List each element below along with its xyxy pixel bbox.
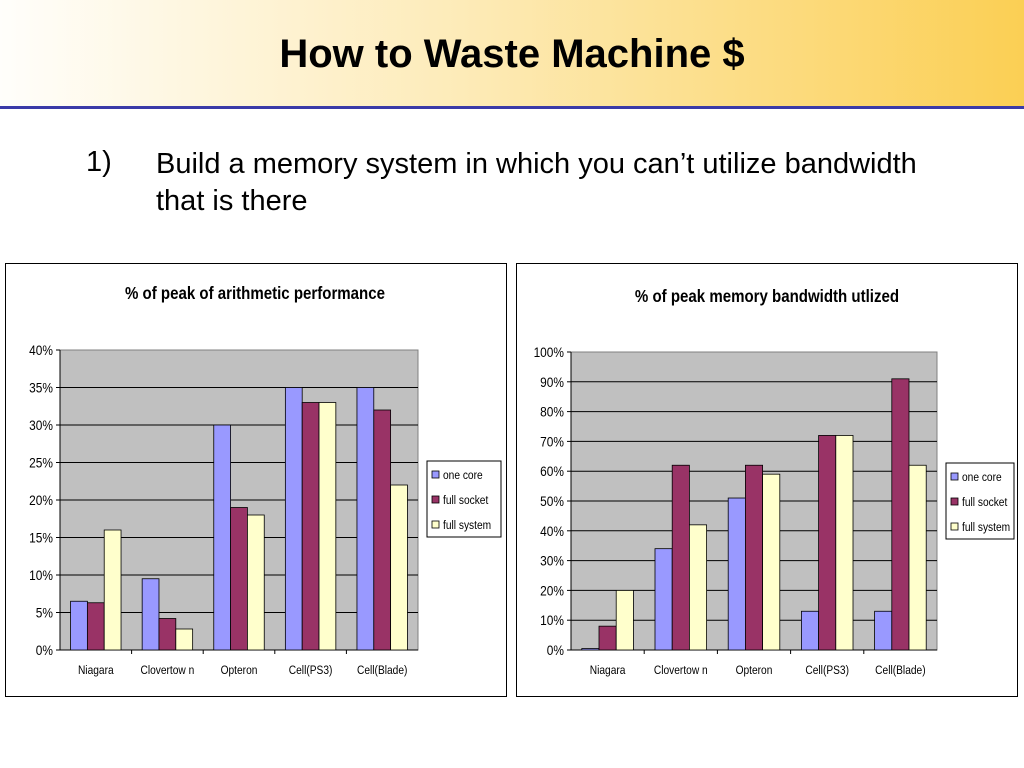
legend-label: one core	[962, 471, 1002, 484]
bullet-text: Build a memory system in which you can’t…	[156, 148, 917, 217]
legend-label: full socket	[443, 494, 489, 507]
y-tick-label: 10%	[540, 612, 564, 628]
bar	[581, 648, 600, 651]
arithmetic-chart-frame: % of peak of arithmetic performance 0% 5% 1…	[5, 263, 507, 697]
x-tick-label: Cell(PS3)	[805, 664, 849, 677]
y-tick-label: 0%	[547, 642, 565, 658]
legend-swatch	[431, 520, 440, 529]
bar	[689, 524, 708, 651]
x-tick-label: Niagara	[590, 664, 626, 677]
bar	[301, 402, 320, 651]
x-tick-label: Opteron	[736, 664, 773, 677]
bar	[247, 514, 265, 651]
bar	[671, 464, 690, 651]
y-tick-label: 60%	[540, 463, 564, 479]
slide-title: How to Waste Machine $	[279, 32, 745, 76]
legend-swatch	[950, 472, 959, 481]
title-banner	[0, 0, 1024, 106]
bar	[284, 387, 303, 651]
bar	[103, 529, 122, 651]
bar	[762, 473, 781, 651]
bar	[158, 618, 177, 651]
y-tick-label: 70%	[540, 433, 564, 449]
bar	[818, 435, 837, 651]
x-tick-label: Niagara	[78, 664, 114, 677]
bar	[86, 602, 105, 651]
legend-label: full system	[443, 519, 491, 532]
y-tick-label: 10%	[29, 567, 53, 583]
y-tick-label: 35%	[29, 380, 53, 396]
legend-swatch	[431, 470, 440, 479]
y-tick-label: 30%	[540, 553, 564, 569]
memory-bandwidth-chart: % of peak memory bandwidth utlized 0% 10% 2…	[534, 287, 1015, 677]
bar	[70, 600, 88, 651]
bar	[390, 484, 408, 651]
bar	[727, 497, 746, 651]
bar	[615, 589, 634, 651]
y-tick-label: 20%	[540, 582, 564, 598]
x-tick-label: Cell(PS3)	[289, 664, 333, 677]
bandwidth-chart-frame: % of peak memory bandwidth utlized 0% 10% 2…	[516, 263, 1018, 697]
bar	[356, 387, 375, 651]
bullet-number: 1)	[86, 146, 112, 178]
y-tick-label: 80%	[540, 404, 564, 420]
title-divider	[0, 106, 1024, 109]
legend-swatch	[950, 522, 959, 531]
legend-label: full system	[962, 521, 1010, 534]
x-tick-label: Clovertow n	[654, 664, 708, 677]
legend-label: one core	[443, 469, 483, 482]
x-tick-label: Clovertow n	[140, 664, 194, 677]
y-tick-label: 100%	[534, 344, 565, 360]
bar	[891, 378, 910, 651]
bar	[800, 610, 819, 651]
bar	[744, 464, 764, 651]
y-tick-label: 30%	[29, 417, 53, 433]
y-tick-label: 25%	[29, 455, 53, 471]
y-tick-label: 20%	[29, 492, 53, 508]
bar	[908, 464, 927, 651]
bar	[835, 435, 854, 651]
y-tick-label: 5%	[36, 605, 54, 621]
legend-swatch	[950, 497, 959, 506]
y-tick-label: 0%	[36, 642, 54, 658]
chart-title: % of peak of arithmetic performance	[125, 284, 385, 303]
bar	[598, 625, 617, 651]
bar	[141, 578, 160, 651]
bar	[230, 507, 248, 651]
x-tick-label: Cell(Blade)	[357, 664, 408, 677]
y-tick-label: 15%	[29, 530, 53, 546]
bar	[175, 628, 194, 651]
y-tick-label: 90%	[540, 374, 564, 390]
bar	[373, 409, 392, 651]
bar	[213, 424, 231, 651]
bar	[318, 402, 337, 651]
y-tick-label: 50%	[540, 493, 564, 509]
bar	[874, 610, 893, 651]
arithmetic-performance-chart: % of peak of arithmetic performance 0% 5% 1…	[29, 284, 502, 677]
y-tick-label: 40%	[540, 523, 564, 539]
y-tick-label: 40%	[29, 342, 53, 358]
x-tick-label: Opteron	[221, 664, 258, 677]
chart-title: % of peak memory bandwidth utlized	[635, 287, 899, 306]
x-tick-label: Cell(Blade)	[875, 664, 926, 677]
legend-swatch	[431, 495, 440, 504]
legend-label: full socket	[962, 496, 1008, 509]
bar	[654, 548, 673, 651]
